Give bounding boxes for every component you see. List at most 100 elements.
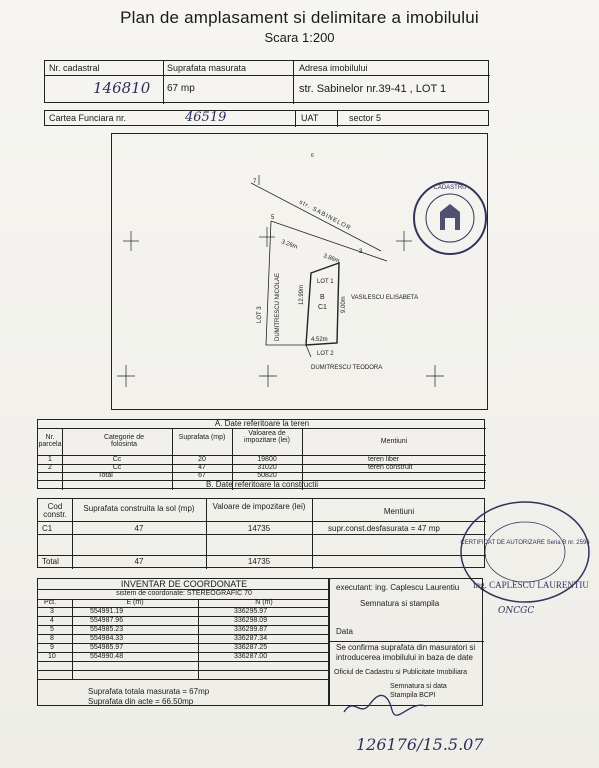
street-label: str. SABINELOR xyxy=(298,199,352,232)
cf-value: 46519 xyxy=(185,110,227,125)
col-pct: Pct. xyxy=(44,599,57,606)
coord-row-e: 554985.23 xyxy=(90,626,124,633)
row2-ment: teren construit xyxy=(368,464,413,471)
dim-bottom: 4.52m xyxy=(311,337,328,343)
row2-nr: 2 xyxy=(48,464,52,471)
plan-drawing-frame xyxy=(111,133,488,410)
total-acte: Suprafata din acte = 66.50mp xyxy=(88,697,194,706)
coord-row-e: 554991.19 xyxy=(90,608,124,615)
coord-row-n: 336295.97 xyxy=(234,608,268,615)
uat-value: sector 5 xyxy=(349,113,382,123)
coords-system: sistem de coordonate: STEREOGRAFIC 70 xyxy=(116,590,252,597)
adresa-value: str. Sabinelor nr.39-41 , LOT 1 xyxy=(299,83,447,95)
dim-top2: 3.86m xyxy=(322,253,340,264)
row2-supr: 47 xyxy=(198,464,206,471)
b-row-supr: 47 xyxy=(134,524,144,533)
col-n: N (m) xyxy=(255,599,273,606)
coord-row-e: 554985.97 xyxy=(90,644,124,651)
col-valoare-b: Valoare de impozitare (lei) xyxy=(212,502,306,511)
col-e: E (m) xyxy=(126,599,144,606)
point-7: 7 xyxy=(253,179,257,185)
dim-top: 3.26m xyxy=(280,239,298,250)
street-line xyxy=(250,182,382,252)
b-row-val: 14735 xyxy=(247,524,271,533)
coord-row-e: 554984.33 xyxy=(90,635,124,642)
svg-text:ing. CAPLESCU LAURENTIU: ing. CAPLESCU LAURENTIU xyxy=(473,580,589,590)
table-b-title: B. Date referitoare la constructii xyxy=(205,480,319,489)
scale-label: Scara 1:200 xyxy=(264,30,335,45)
signature-section: executant: ing. Caplescu Laurentiu Semna… xyxy=(329,578,484,706)
b-row-cod: C1 xyxy=(42,524,53,533)
dim-left: 12.99m xyxy=(299,285,305,305)
coords-table: INVENTAR DE COORDONATE sistem de coordon… xyxy=(37,578,330,706)
coord-row-n: 336287.00 xyxy=(234,653,268,660)
col-supr-constr: Suprafata construita la sol (mp) xyxy=(83,504,195,513)
stampila-label: Stampila BCPI xyxy=(390,692,436,699)
oncgc-mark: ONCGC xyxy=(498,606,535,616)
row1-val: 19800 xyxy=(257,456,277,463)
table-a-title: A. Date referitoare la teren xyxy=(214,419,310,428)
b-row-ment: supr.const.desfasurata = 47 mp xyxy=(328,524,440,533)
row2-val: 31020 xyxy=(257,464,277,471)
lot1-boundary xyxy=(305,261,340,346)
lot3-label: LOT 3 xyxy=(257,306,263,323)
signature-scribble xyxy=(343,694,427,716)
total-b-supr: 47 xyxy=(134,557,144,566)
svg-text:CERTIFICAT DE AUTORIZARE Seria: CERTIFICAT DE AUTORIZARE Seria B nr. 259… xyxy=(460,540,590,546)
adresa-label: Adresa imobilului xyxy=(299,63,368,73)
col-suprafata: Suprafata (mp) xyxy=(178,434,226,441)
page-title: Plan de amplasament si delimitare a imob… xyxy=(120,8,479,27)
cadastre-round-stamp: CADASTRU xyxy=(413,181,487,255)
certificate-stamp: CERTIFICAT DE AUTORIZARE Seria B nr. 259… xyxy=(460,501,590,603)
row1-ment: teren liber xyxy=(368,456,400,463)
semnatura-data-label: Semnatura si data xyxy=(390,683,447,690)
dim-right: 9.00m xyxy=(341,296,347,313)
total-a-val: 50820 xyxy=(257,472,277,479)
coord-row-pct: 10 xyxy=(48,653,56,660)
coord-row-pct: 9 xyxy=(50,644,54,651)
plan-drawing: str. SABINELOR LOT 1 LOT 2 LOT 3 B C1 VA… xyxy=(117,153,444,387)
neighbor-left: DUMITRESCU NICOLAE xyxy=(275,273,281,341)
nr-cadastral-value: 146810 xyxy=(93,79,151,97)
total-b-label: Total xyxy=(42,557,59,566)
cf-label: Cartea Funciara nr. xyxy=(49,113,127,123)
row1-nr: 1 xyxy=(48,456,52,463)
col-nr-parcela: Nr. parcela xyxy=(38,434,62,448)
row1-supr: 20 xyxy=(198,456,206,463)
table-a: A. Date referitoare la teren Nr. parcela… xyxy=(37,419,486,490)
oficiul-label: Oficiul de Cadastru si Publicitate Imobi… xyxy=(334,669,468,676)
lot1-label: LOT 1 xyxy=(317,279,334,285)
coord-row-pct: 4 xyxy=(50,617,54,624)
building-c1-label: C1 xyxy=(318,304,327,311)
lot2-label: LOT 2 xyxy=(317,351,334,357)
total-a-label: Total xyxy=(98,472,113,479)
semnatura-label: Semnatura si stampila xyxy=(360,599,440,608)
coord-row-e: 554990.48 xyxy=(90,653,124,660)
data-label: Data xyxy=(336,627,353,636)
coords-title: INVENTAR DE COORDONATE xyxy=(120,579,248,589)
row2-cat: Cc xyxy=(112,464,122,471)
nr-cadastral-label: Nr. cadastral xyxy=(49,63,100,73)
street-front-line xyxy=(270,220,388,262)
col-cod-constr: Cod constr. xyxy=(43,502,67,519)
coord-row-n: 336299.87 xyxy=(234,626,268,633)
coord-row-n: 336287.34 xyxy=(234,635,268,642)
info-box: Nr. cadastral 146810 Suprafata masurata … xyxy=(44,60,490,104)
cf-box: Cartea Funciara nr. 46519 UAT sector 5 xyxy=(44,110,489,127)
col-categorie: Categorie de folosinta xyxy=(103,434,145,448)
point-6: 6 xyxy=(311,153,314,159)
row1-cat: Cc xyxy=(112,456,122,463)
handwritten-registration: 126176/15.5.07 xyxy=(356,735,484,754)
table-b: Cod constr. Suprafata construita la sol … xyxy=(37,498,486,569)
confirm-text: Se confirma suprafata din masuratori si … xyxy=(336,643,476,662)
total-a-supr: 67 xyxy=(198,472,206,479)
col-mentiuni-b: Mentiuni xyxy=(383,507,415,516)
lot-divider xyxy=(305,344,312,358)
executant-label: executant: ing. Caplescu Laurentiu xyxy=(336,583,460,592)
suprafata-value: 67 mp xyxy=(167,83,195,94)
total-masurata: Suprafata totala masurata = 67mp xyxy=(88,687,210,696)
grid-crosses xyxy=(117,227,444,387)
coord-row-pct: 5 xyxy=(50,626,54,633)
coord-row-e: 554987.96 xyxy=(90,617,124,624)
col-valoare: Valoarea de impozitare (lei) xyxy=(244,430,290,444)
